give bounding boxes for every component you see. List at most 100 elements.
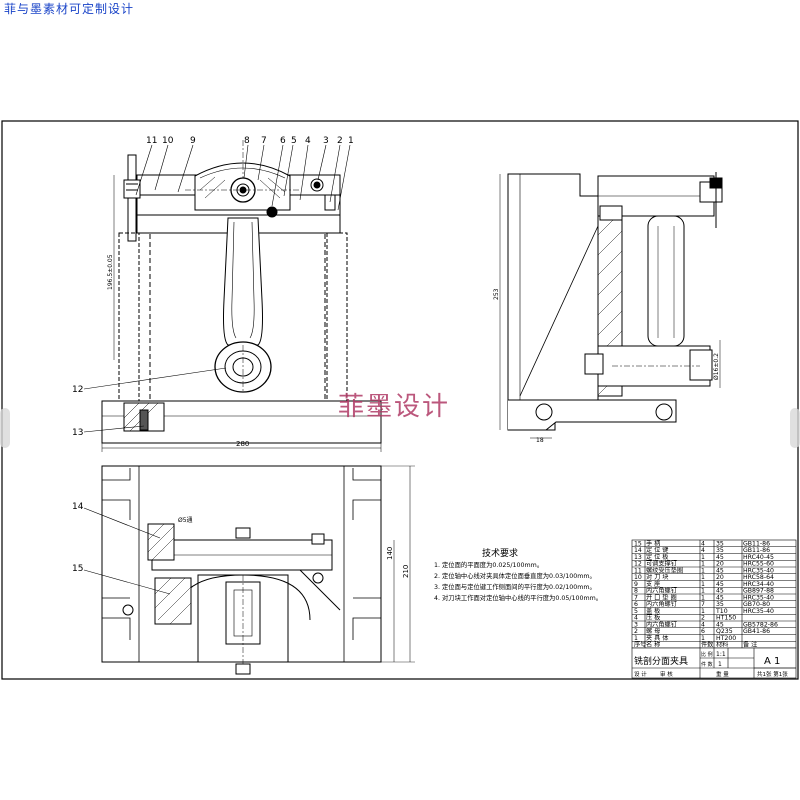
plan-view-labels: 14 15 Ø5通 140 210 bbox=[72, 502, 410, 578]
balloon-label: 6 bbox=[280, 136, 286, 146]
bom-cell: 1 bbox=[701, 561, 705, 568]
bom-cell: 手 柄 bbox=[646, 539, 660, 547]
bom-cell: 20 bbox=[716, 561, 724, 568]
balloon-label: 12 bbox=[72, 385, 83, 395]
tech-item: 3. 定位面与定位键工作侧面间的平行度为0.02/100mm。 bbox=[434, 582, 596, 591]
bom-cell: 6 bbox=[634, 601, 638, 608]
bom-cell: GB5782-86 bbox=[743, 621, 778, 628]
bom-cell: 45 bbox=[716, 621, 724, 628]
dim-plan-inner: 140 bbox=[386, 547, 394, 560]
bom-header-cell: 件数 bbox=[701, 641, 714, 649]
prev-arrow[interactable] bbox=[0, 408, 10, 448]
bom-cell: 夹 具 体 bbox=[646, 634, 669, 642]
bom-cell: 35 bbox=[716, 540, 724, 547]
next-arrow[interactable] bbox=[790, 408, 800, 448]
dim-front-width: 280 bbox=[236, 440, 249, 448]
tech-item: 1. 定位面的平面度为0.025/100mm。 bbox=[434, 560, 543, 569]
title-scale-label: 比 例 bbox=[701, 651, 713, 658]
title-count-label: 件 数 bbox=[701, 661, 713, 668]
drawing-frame bbox=[1, 120, 799, 680]
balloon-label: 14 bbox=[72, 502, 84, 512]
bom-cell: 螺 母 bbox=[646, 627, 660, 635]
bom-cell: 1 bbox=[701, 554, 705, 561]
side-view bbox=[499, 172, 723, 439]
balloon-label: 10 bbox=[162, 136, 174, 146]
title-block bbox=[631, 647, 797, 679]
title-scale: 1:1 bbox=[716, 651, 726, 658]
banner-text: 菲与墨素材可定制设计 bbox=[4, 2, 135, 16]
front-view-labels: 11 10 9 8 7 6 5 4 3 2 1 12 13 280 196.5±… bbox=[72, 136, 354, 448]
bom-cell: 11 bbox=[634, 567, 642, 574]
title-block-text: 铣剖分面夹具 比 例 1:1 件 数 1 A 1 共1张 第1张 设 计 审 核… bbox=[634, 651, 788, 678]
watermark-text: 菲墨设计 bbox=[338, 392, 451, 422]
bom-cell: 45 bbox=[716, 581, 724, 588]
bom-cell: GB897-88 bbox=[743, 588, 774, 595]
bom-cell: 支 座 bbox=[646, 580, 660, 588]
dim-plan-bolt: Ø5通 bbox=[178, 516, 193, 524]
technical-requirements: 技术要求 1. 定位面的平面度为0.025/100mm。 2. 定位轴中心线对夹… bbox=[434, 547, 602, 602]
title-designer: 设 计 bbox=[634, 670, 647, 678]
bom-cell: HRC35-40 bbox=[743, 594, 774, 601]
title-count: 1 bbox=[718, 661, 722, 668]
bom-cell: HRC35-40 bbox=[743, 567, 774, 574]
bom-cell: 1 bbox=[701, 574, 705, 581]
bom-cell: 45 bbox=[716, 594, 724, 601]
balloon-label: 13 bbox=[72, 428, 83, 438]
balloon-label: 15 bbox=[72, 564, 83, 574]
front-view bbox=[83, 140, 382, 452]
bom-cell: 4 bbox=[701, 547, 705, 554]
side-view-labels: 253 18 Ø16±0.2 bbox=[493, 288, 720, 444]
dim-side-height: 253 bbox=[493, 288, 500, 300]
balloon-label: 2 bbox=[337, 136, 343, 146]
bom-cell: 开 口 垫 圈 bbox=[646, 593, 677, 601]
bom-cell: 13 bbox=[634, 554, 642, 561]
bom-cell: 4 bbox=[701, 540, 705, 547]
balloon-label: 1 bbox=[348, 136, 354, 146]
bom-cell: 5 bbox=[634, 608, 638, 615]
bom-cell: HT150 bbox=[716, 615, 736, 622]
bom-cell: HRC58-64 bbox=[743, 574, 774, 581]
bom-cell: 1 bbox=[701, 594, 705, 601]
bom-cell: 对 刀 块 bbox=[646, 573, 669, 581]
bom-cell: 35 bbox=[716, 601, 724, 608]
bom-cell: 定 位 板 bbox=[646, 553, 669, 561]
bom-cell: 盖 板 bbox=[646, 607, 660, 615]
tech-item: 4. 对刀块工作面对定位轴中心线的平行度为0.05/100mm。 bbox=[434, 593, 602, 602]
title-weight: 重 量 bbox=[716, 670, 729, 678]
tech-title: 技术要求 bbox=[482, 547, 518, 559]
bom-cell: 1 bbox=[701, 588, 705, 595]
bom-cell: 2 bbox=[701, 615, 705, 622]
bom-cell: 7 bbox=[701, 601, 705, 608]
balloon-label: 8 bbox=[244, 136, 250, 146]
bom-cell: 45 bbox=[716, 554, 724, 561]
bom-cell: 45 bbox=[716, 588, 724, 595]
title-drawing-no: A 1 bbox=[764, 656, 780, 667]
bom-cell: 9 bbox=[634, 581, 638, 588]
bom-cell: HRC55-60 bbox=[743, 561, 774, 568]
bom-cell: GB41-86 bbox=[743, 628, 770, 635]
title-checker: 审 核 bbox=[660, 670, 673, 678]
bom-cell: 内六角螺钉 bbox=[646, 600, 677, 608]
bom-cell: 可调支撑钉 bbox=[646, 560, 677, 568]
bom-header-cell: 名 称 bbox=[646, 641, 660, 649]
bom-cell: 螺纹受压垫圈 bbox=[646, 566, 683, 574]
bom-cell: HT200 bbox=[716, 635, 736, 642]
bom-cell: 4 bbox=[634, 615, 638, 622]
bom-cell: HRC34-40 bbox=[743, 581, 774, 588]
dim-plan-outer: 210 bbox=[402, 565, 410, 578]
balloon-label: 3 bbox=[323, 136, 329, 146]
title-sheet: 共1张 第1张 bbox=[757, 670, 788, 678]
bom-cell: 7 bbox=[634, 594, 638, 601]
bom-cell: 12 bbox=[634, 561, 642, 568]
bom-cell: 20 bbox=[716, 574, 724, 581]
bom-cell: 定 位 键 bbox=[646, 546, 669, 554]
balloon-label: 7 bbox=[261, 136, 267, 146]
dim-front-height: 196.5±0.05 bbox=[107, 254, 114, 290]
bom-header-cell: 备 注 bbox=[743, 641, 757, 649]
bom-cell: 1 bbox=[701, 567, 705, 574]
bom-cell: T10 bbox=[715, 608, 728, 615]
bom-cell: 3 bbox=[634, 621, 638, 628]
dim-side-small: 18 bbox=[536, 437, 544, 444]
